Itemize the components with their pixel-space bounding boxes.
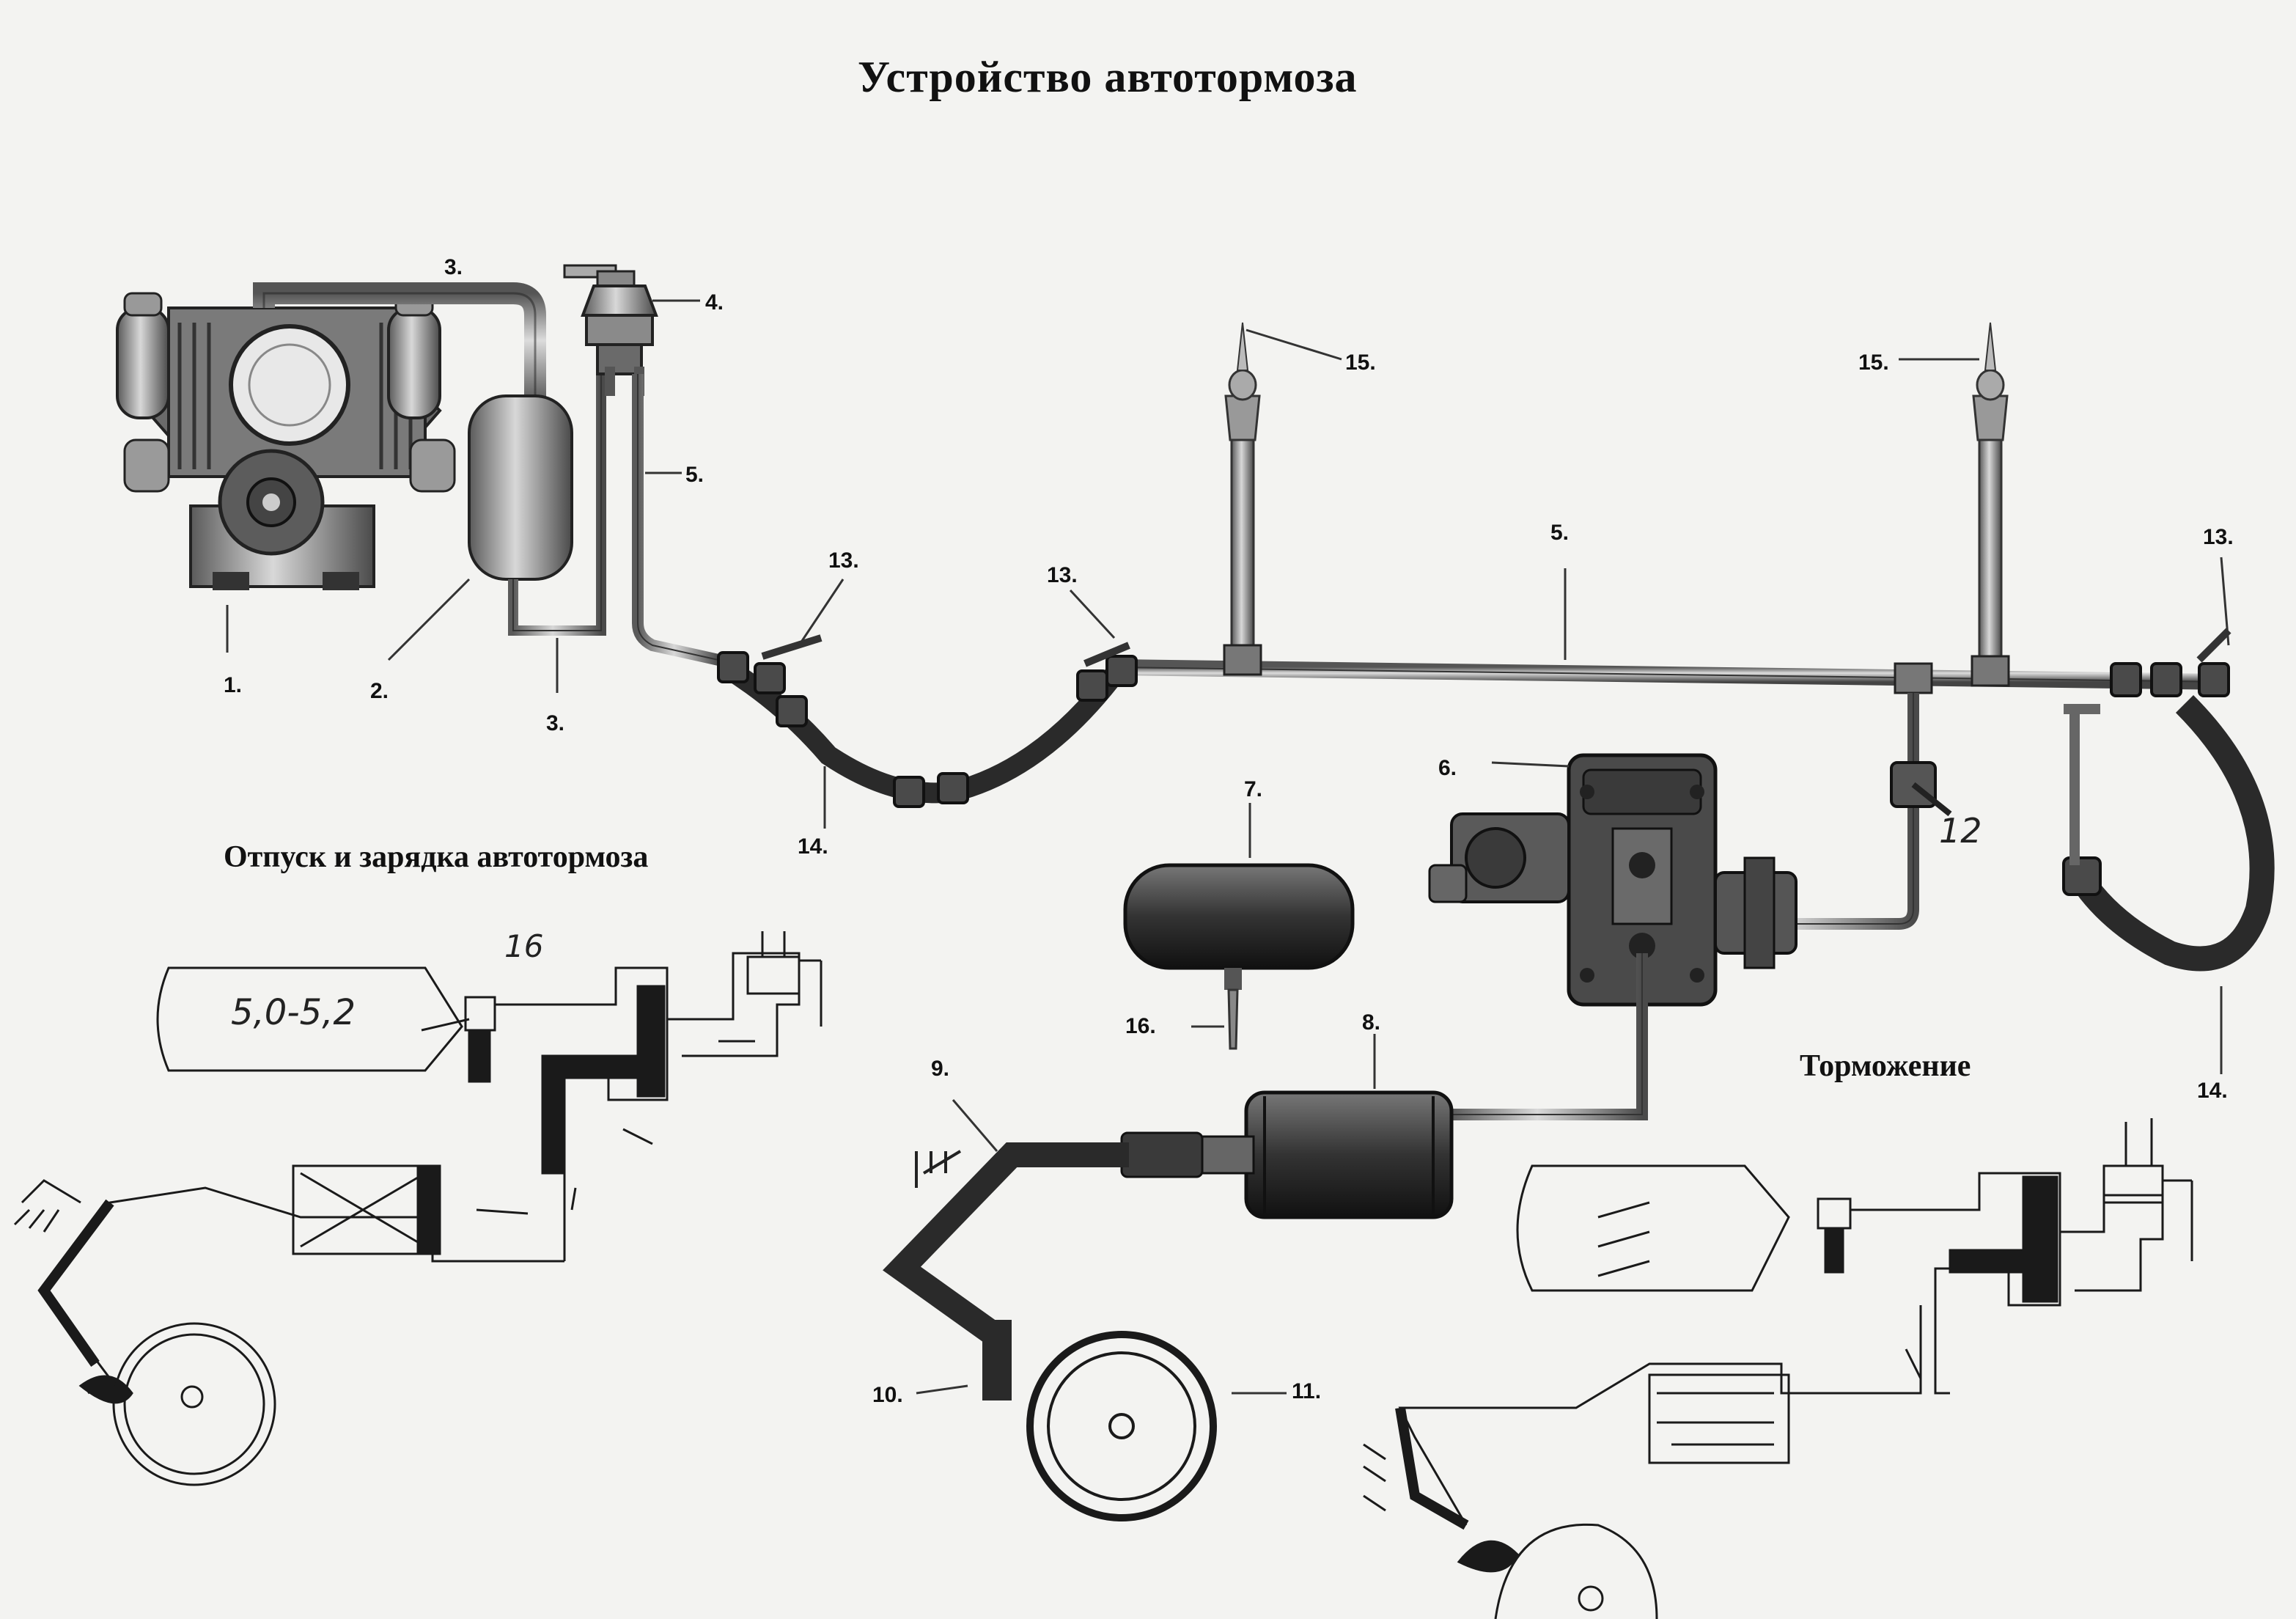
callout-8-brake-cylinder: 8. bbox=[1362, 1010, 1381, 1035]
auxiliary-reservoir bbox=[1123, 863, 1355, 1050]
callout-1-compressor: 1. bbox=[224, 673, 243, 697]
callout-13-coupling-left: 13. bbox=[828, 548, 859, 573]
stop-valve-left bbox=[1223, 322, 1262, 676]
main-reservoir bbox=[468, 367, 606, 636]
callout-11-wheel: 11. bbox=[1292, 1379, 1322, 1403]
callout-3-pipe-bottom: 3. bbox=[546, 711, 565, 735]
sketch-callout-16: 16 bbox=[504, 928, 544, 964]
callout-14-hose-left: 14. bbox=[798, 834, 828, 859]
release-sketch bbox=[13, 931, 823, 1486]
sketch-tank-pressure: 5,0-5,2 bbox=[231, 992, 356, 1033]
diagram-title: Устройство автотормоза bbox=[858, 53, 1358, 101]
callout-13-coupling-right: 13. bbox=[2203, 525, 2234, 549]
wheel bbox=[1026, 1331, 1217, 1521]
brake-cylinder bbox=[1201, 1090, 1454, 1219]
braking-heading: Торможение bbox=[1800, 1049, 1971, 1083]
callout-12-disconnect-cock: 12 bbox=[1939, 811, 1982, 851]
release-charging-heading: Отпуск и зарядка автотормоза bbox=[224, 840, 649, 874]
callout-4-drivers-valve: 4. bbox=[705, 290, 724, 315]
brake-hose-right bbox=[2062, 628, 2275, 972]
brake-rigging bbox=[883, 1131, 1204, 1400]
leader-lines bbox=[226, 299, 2230, 1395]
callout-14-hose-right: 14. bbox=[2197, 1079, 2228, 1103]
brake-hose-left bbox=[717, 634, 1138, 808]
callout-6-air-distributor: 6. bbox=[1438, 756, 1457, 780]
braking-sketch bbox=[1363, 1118, 2193, 1619]
callout-13-coupling-middle: 13. bbox=[1047, 563, 1078, 587]
callout-9-rigging: 9. bbox=[931, 1057, 950, 1081]
callout-15-stop-valve-right: 15. bbox=[1858, 350, 1889, 375]
compressor bbox=[116, 282, 546, 590]
disconnect-cock bbox=[1686, 662, 1952, 930]
callout-16-drain-valve: 16. bbox=[1125, 1014, 1156, 1038]
stop-valve-right bbox=[1971, 322, 2010, 687]
callout-5-brake-pipe-left: 5. bbox=[685, 463, 704, 487]
callout-7-auxiliary-reservoir: 7. bbox=[1244, 777, 1263, 801]
callout-3-pipe-top: 3. bbox=[444, 255, 463, 279]
callout-10-brake-shoe: 10. bbox=[872, 1383, 903, 1407]
air-distributor bbox=[1342, 753, 1798, 1120]
callout-15-stop-valve-left: 15. bbox=[1345, 350, 1376, 375]
brake-pipe bbox=[632, 374, 2229, 690]
callout-2-main-reservoir: 2. bbox=[370, 679, 389, 703]
callout-5-brake-pipe-main: 5. bbox=[1550, 521, 1570, 545]
